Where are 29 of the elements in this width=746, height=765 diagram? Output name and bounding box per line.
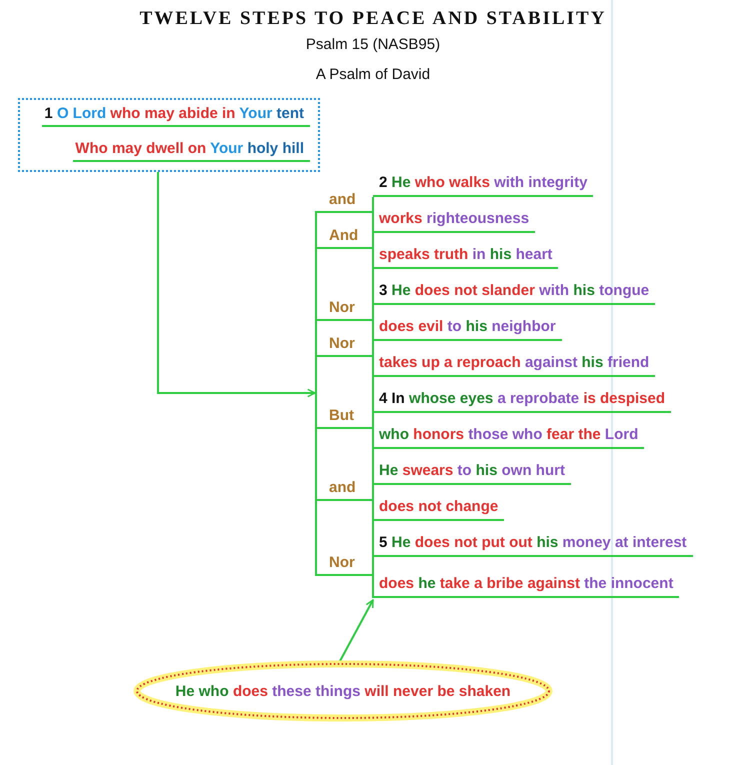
verse-line: 3 He does not slander with his tongue bbox=[373, 281, 656, 305]
connector-arrow bbox=[157, 172, 316, 398]
verse-line: does he take a bribe against the innocent bbox=[373, 574, 680, 598]
conjunction-label: Nor bbox=[329, 554, 355, 571]
conjunction-label: and bbox=[329, 479, 356, 496]
verse-line: does not change bbox=[373, 497, 504, 521]
connector-arrow bbox=[339, 599, 374, 662]
conclusion-text: He who does these things will never be shaken bbox=[175, 682, 511, 700]
dotted-box bbox=[18, 98, 320, 172]
conjunction-label: And bbox=[329, 227, 358, 244]
verse-line: works righteousness bbox=[373, 209, 536, 233]
diagram-title: TWELVE STEPS TO PEACE AND STABILITY bbox=[138, 8, 608, 30]
verse-line: who honors those who fear the Lord bbox=[373, 425, 644, 449]
verse-line: 5 He does not put out his money at interest bbox=[373, 533, 693, 557]
verse-line: 1 O Lord who may abide in Your tent bbox=[42, 104, 310, 127]
conjunction-label: Nor bbox=[329, 335, 355, 352]
conjunction-label: But bbox=[329, 407, 354, 424]
verse-line: He swears to his own hurt bbox=[373, 461, 571, 485]
subtitle: Psalm 15 (NASB95) bbox=[304, 36, 442, 53]
verse-line: 4 In whose eyes a reprobate is despised bbox=[373, 389, 672, 413]
verse-line: 2 He who walks with integrity bbox=[373, 173, 594, 197]
verse-line: speaks truth in his heart bbox=[373, 245, 558, 269]
conjunction-label: Nor bbox=[329, 299, 355, 316]
verse-line: takes up a reproach against his friend bbox=[373, 353, 656, 377]
conjunction-label: and bbox=[329, 191, 356, 208]
subtitle: A Psalm of David bbox=[314, 66, 432, 83]
verse-line: Who may dwell on Your holy hill bbox=[73, 139, 310, 162]
verse-line: does evil to his neighbor bbox=[373, 317, 562, 341]
highlighted-oval bbox=[133, 660, 553, 722]
